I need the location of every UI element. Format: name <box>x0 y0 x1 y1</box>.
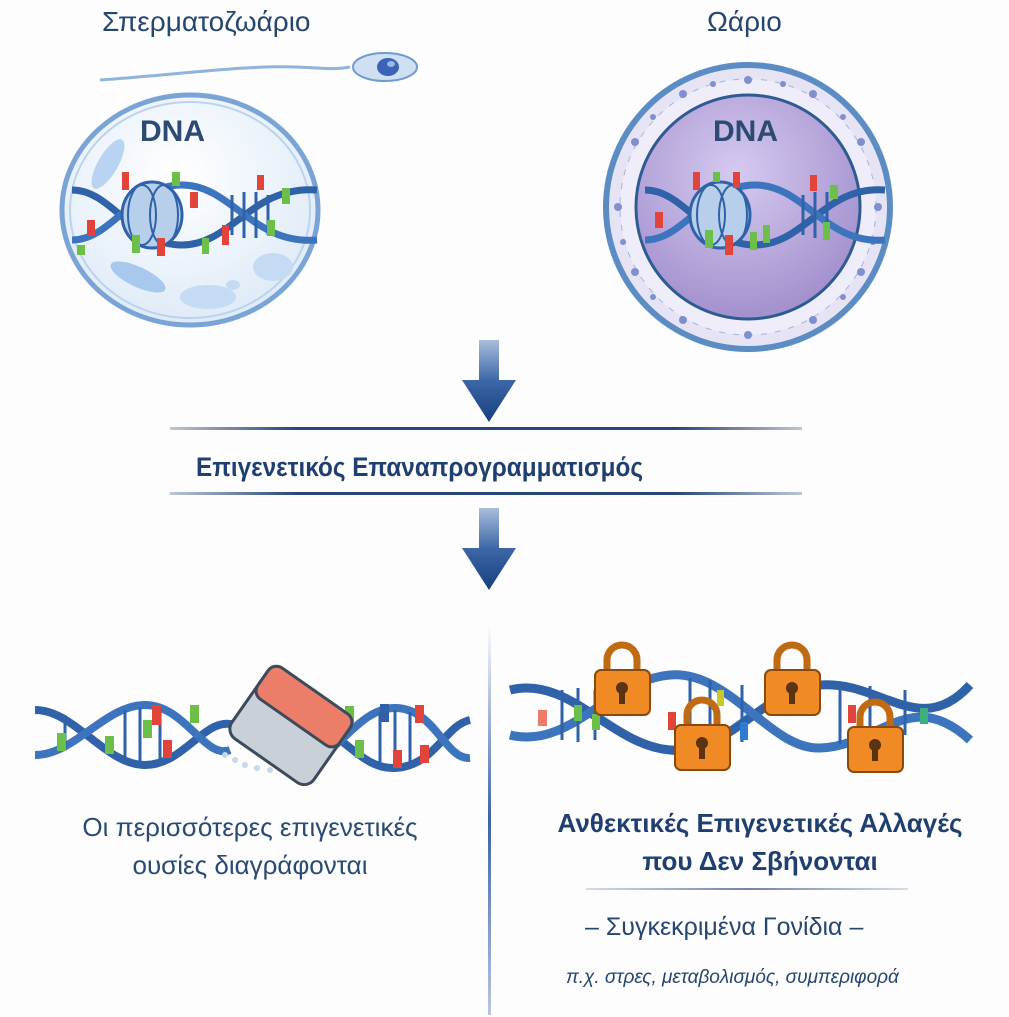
split-divider <box>488 625 491 1015</box>
padlock-icon <box>594 641 651 716</box>
padlock-icon <box>674 696 731 771</box>
eraser-icon <box>228 664 354 787</box>
dna-erase-illustration <box>34 664 472 787</box>
caption-divider <box>586 888 908 890</box>
sperm-label: Σπερματοζωάριο <box>102 6 311 37</box>
arrow-down-icon <box>462 508 516 590</box>
dna-helix-icon <box>644 172 886 255</box>
padlock-icon <box>764 641 821 716</box>
erased-caption: Οι περισσότερες επιγενετικές ουσίες διαγ… <box>40 808 460 884</box>
sperm-cell-icon <box>99 52 418 82</box>
persistent-caption-line2: που Δεν Σβήνονται <box>642 846 878 876</box>
sperm-dna-label: DNA <box>140 115 205 148</box>
dna-helix-icon <box>71 172 318 256</box>
egg-label: Ωάριο <box>707 6 782 37</box>
divider-top <box>170 427 802 430</box>
examples-text: π.χ. στρες, μεταβολισμός, συμπεριφορά <box>566 967 899 988</box>
process-title: Επιγενετικός Επαναπρογραμματισμός <box>196 452 643 482</box>
erased-caption-line1: Οι περισσότερες επιγενετικές <box>82 812 418 842</box>
egg-dna-label: DNA <box>713 115 778 148</box>
divider-bottom <box>170 492 802 495</box>
specific-genes-subtitle: – Συγκεκριμένα Γονίδια – <box>585 913 864 941</box>
erased-caption-line2: ουσίες διαγράφονται <box>132 850 368 880</box>
arrow-down-icon <box>462 340 516 422</box>
dna-helix-icon <box>508 670 974 755</box>
persistent-caption-line1: Ανθεκτικές Επιγενετικές Αλλαγές <box>557 808 963 838</box>
dna-locked-illustration <box>508 641 974 773</box>
sperm-nucleus <box>59 92 321 328</box>
persistent-caption: Ανθεκτικές Επιγενετικές Αλλαγές που Δεν … <box>520 804 1000 880</box>
padlock-icon <box>847 698 904 773</box>
